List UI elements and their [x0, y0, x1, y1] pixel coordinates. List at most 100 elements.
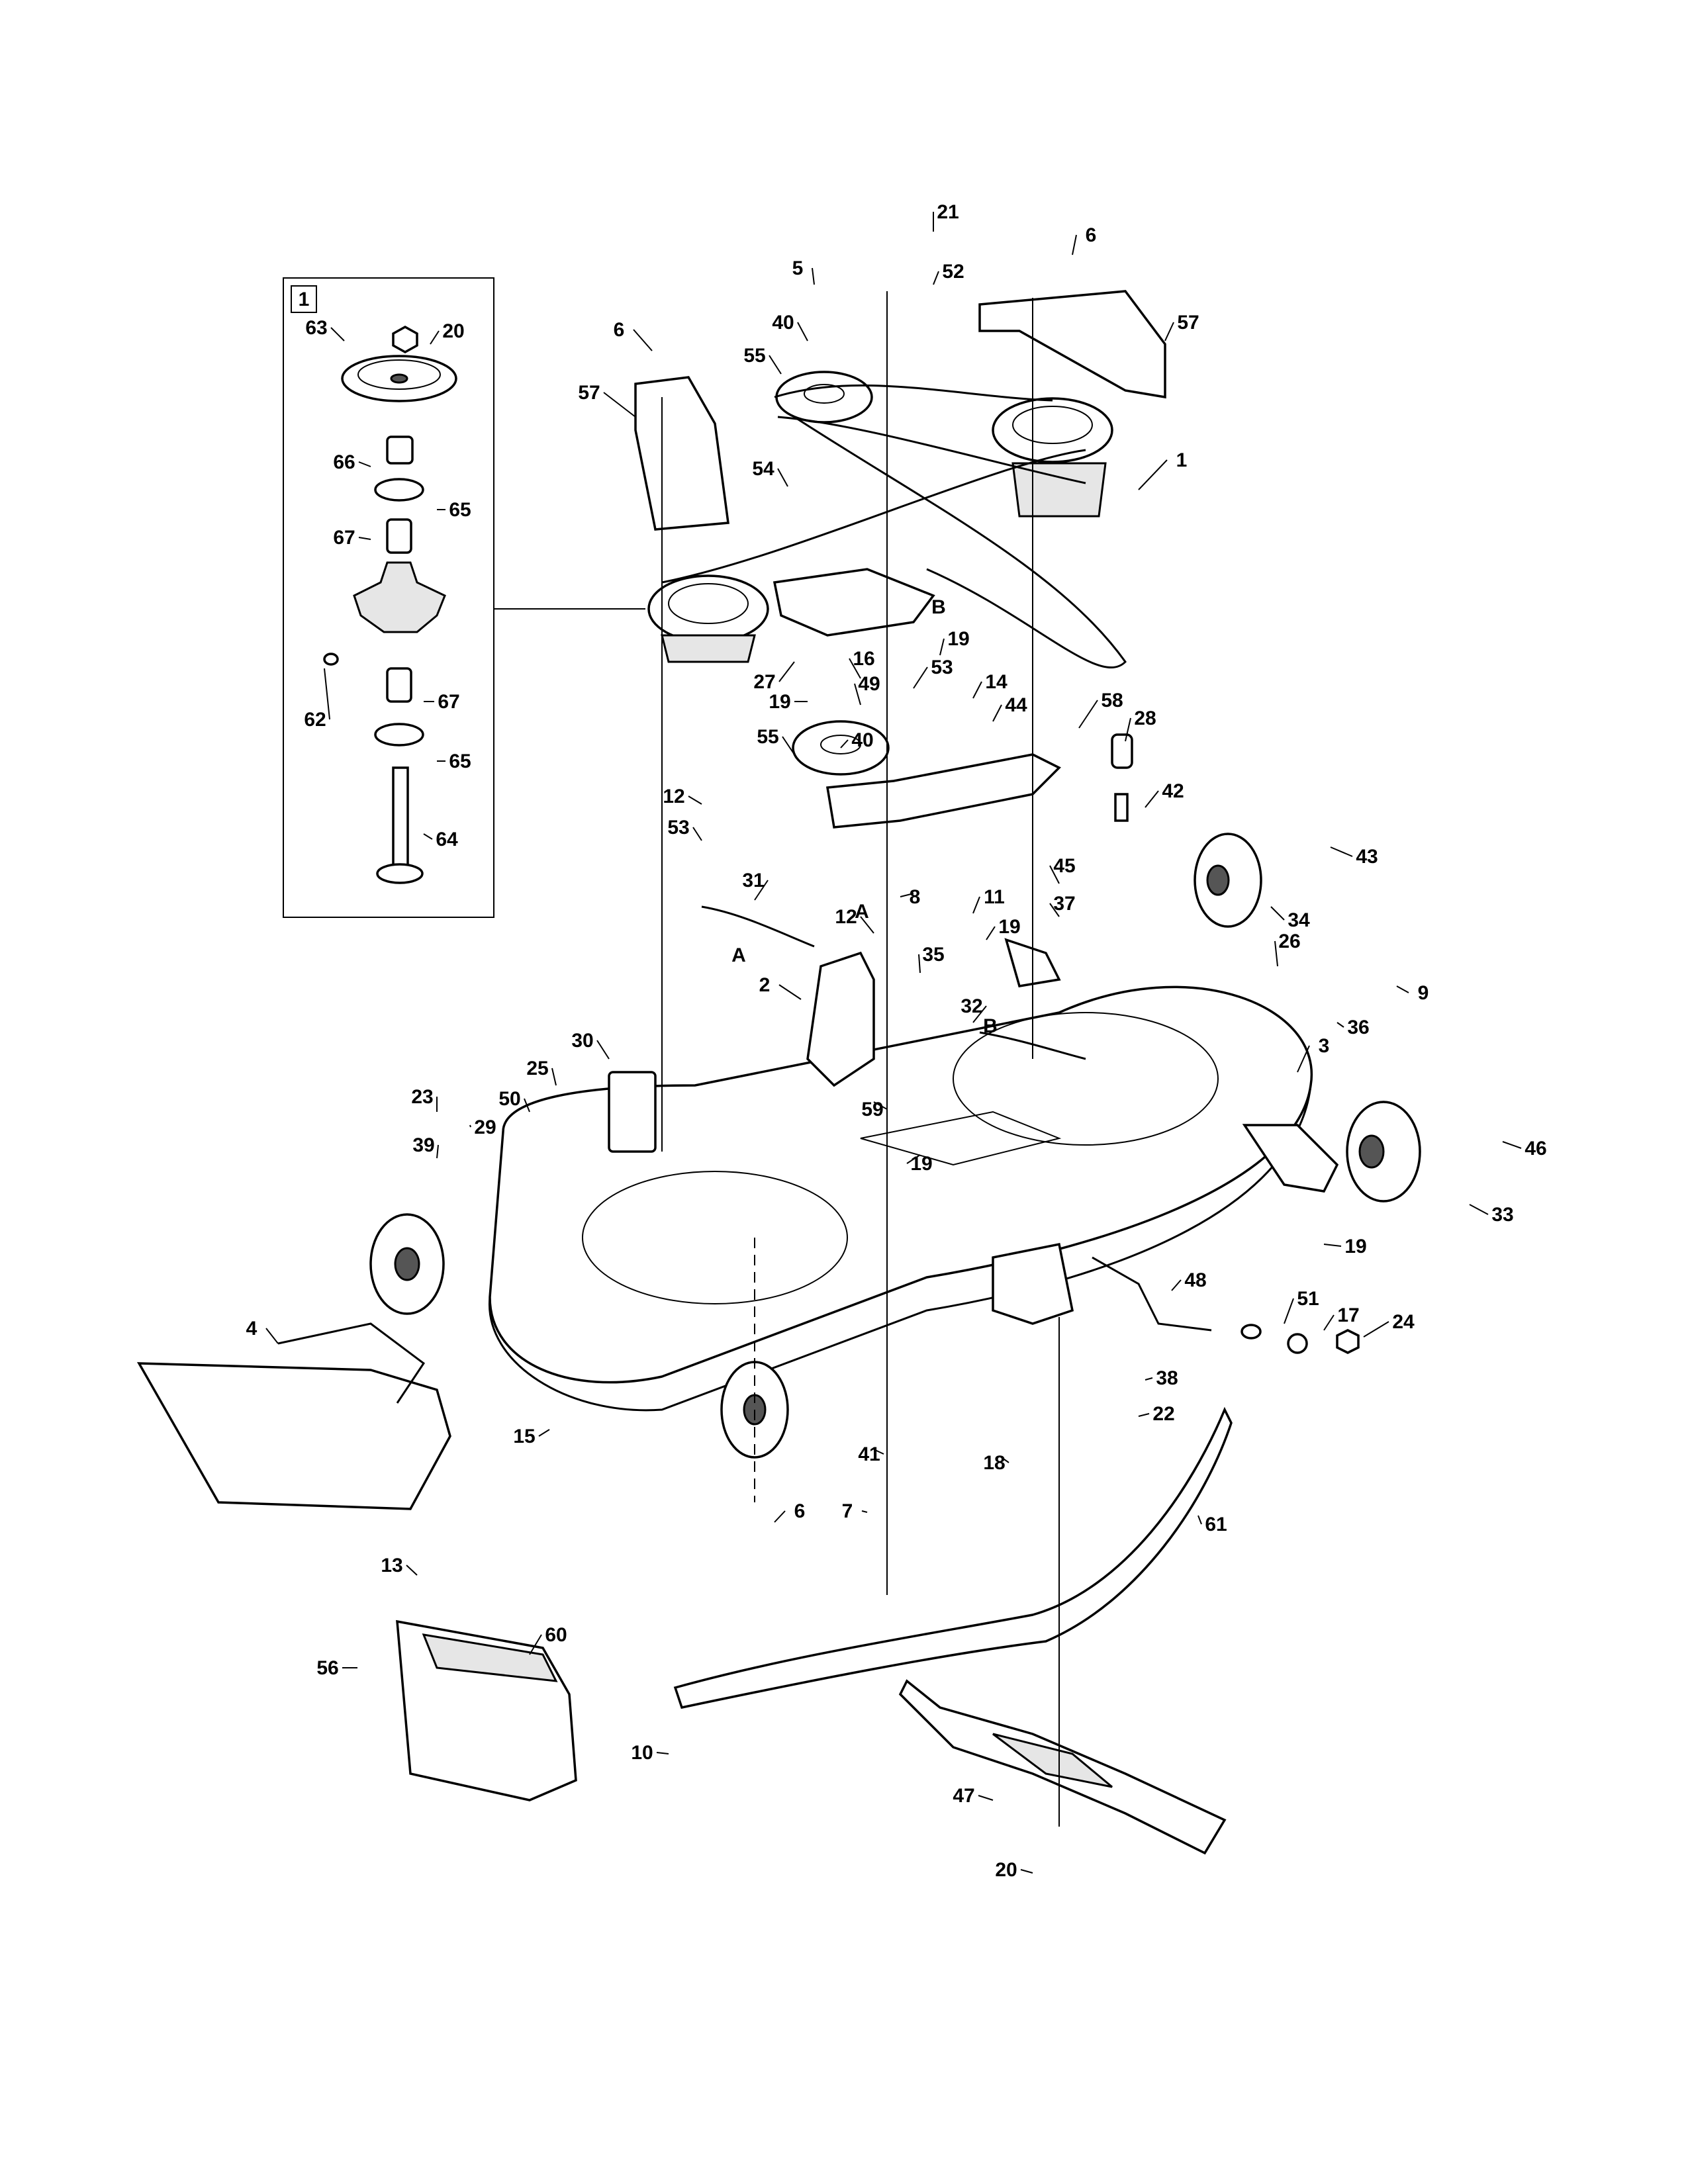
part-callout: 5	[792, 257, 804, 279]
callout-leader	[358, 537, 371, 540]
part-callout: 19	[998, 916, 1020, 938]
part-callout: 19	[1344, 1236, 1366, 1257]
callout-leader	[972, 681, 982, 699]
inset-bearing-65	[374, 478, 424, 502]
callout-leader	[430, 330, 440, 345]
callout-leader	[656, 1752, 669, 1754]
callout-leader	[992, 704, 1002, 722]
callout-leader	[265, 1328, 279, 1344]
right-belt-cover	[978, 290, 1166, 399]
part-callout: 6	[794, 1500, 806, 1522]
callout-leader	[939, 638, 945, 656]
callout-leader	[1396, 985, 1409, 993]
callout-leader	[782, 736, 795, 755]
inset-spacer-66	[386, 435, 414, 465]
part-callout: 51	[1297, 1288, 1319, 1310]
callout-leader	[797, 322, 808, 341]
callout-leader	[777, 468, 788, 487]
callout-leader	[358, 461, 371, 467]
callout-leader	[812, 267, 815, 285]
callout-leader	[423, 833, 433, 840]
callout-leader	[913, 666, 928, 689]
callout-leader	[873, 1449, 884, 1455]
part-callout: 20	[995, 1859, 1017, 1881]
part-callout: 17	[1337, 1304, 1359, 1326]
callout-leader	[1323, 1314, 1335, 1331]
callout-leader	[633, 329, 653, 351]
part-callout: 1	[1176, 449, 1188, 471]
callout-leader	[529, 1634, 542, 1655]
mulch-plug-60	[396, 1619, 577, 1801]
part-callout: 45	[1053, 855, 1075, 877]
callout-leader	[861, 1510, 868, 1513]
callout-leader	[1363, 1321, 1389, 1338]
part-callout: 12	[835, 906, 857, 928]
part-callout: 19	[910, 1153, 932, 1175]
part-callout: 28	[1134, 707, 1156, 729]
callout-leader	[1125, 717, 1131, 742]
callout-leader	[972, 1005, 987, 1023]
lift-lever-30	[608, 1071, 657, 1153]
part-callout: 8	[910, 886, 921, 908]
reference-letter: A	[855, 901, 869, 923]
deck-right-spindle-well	[953, 1012, 1219, 1146]
part-callout: 20	[442, 320, 464, 342]
inset-spindle-assembly: 1	[283, 277, 645, 918]
callout-leader	[873, 1101, 888, 1110]
part-callout: 47	[953, 1785, 974, 1807]
callout-leader	[860, 916, 874, 934]
callout-leader	[524, 1098, 530, 1113]
part-callout: 39	[412, 1134, 434, 1156]
callout-leader	[754, 880, 769, 901]
part-callout: 13	[381, 1555, 402, 1576]
inset-bearing-65b	[374, 723, 424, 747]
part-callout: 14	[985, 671, 1008, 693]
callout-leader	[1145, 1377, 1153, 1381]
callout-leader	[849, 658, 861, 679]
deck-skirt	[489, 1085, 1312, 1412]
part-callout: 29	[474, 1116, 496, 1138]
part-callout: 52	[942, 261, 964, 283]
callout-leader	[978, 1795, 994, 1801]
callout-leader	[551, 1068, 557, 1086]
adjust-knob-28	[1111, 733, 1133, 769]
spring-32	[979, 1031, 1086, 1060]
part-callout: 64	[436, 829, 458, 850]
part-callout: 55	[743, 345, 765, 367]
callout-leader	[1049, 903, 1060, 917]
callout-leader	[972, 896, 980, 914]
part-callout: 18	[983, 1452, 1005, 1474]
right-spindle-housing	[1011, 462, 1107, 518]
part-callout: 19	[947, 628, 969, 650]
idler-arm	[773, 568, 935, 637]
callout-leader	[1197, 1515, 1202, 1525]
idler-bracket	[825, 753, 1061, 829]
callout-leader	[1072, 234, 1077, 255]
part-callout: 48	[1184, 1269, 1206, 1291]
part-callout: 57	[1177, 312, 1199, 334]
part-callout: 67	[333, 527, 355, 549]
part-callout: 54	[752, 458, 774, 480]
callout-leader	[469, 1124, 471, 1128]
deck-belt	[661, 384, 1086, 584]
callout-leader	[1502, 1141, 1522, 1149]
callout-leader	[1171, 1279, 1182, 1291]
callout-leader	[324, 668, 330, 720]
callout-leader	[1020, 1869, 1033, 1874]
part-callout: 57	[578, 382, 600, 404]
part-callout: 9	[1418, 982, 1429, 1004]
blade-47	[898, 1679, 1227, 1855]
discharge-chute-4	[136, 1322, 451, 1510]
part-callout: 24	[1392, 1311, 1415, 1333]
callout-leader	[330, 327, 345, 341]
hardware-parts	[608, 733, 1339, 1325]
part-callout: 62	[304, 709, 326, 731]
callout-leader	[1078, 700, 1098, 729]
part-callout: 37	[1053, 893, 1075, 915]
inset-bearing-67	[386, 518, 412, 554]
part-callout: 16	[853, 648, 874, 670]
callout-leader	[778, 661, 795, 682]
callout-leader	[769, 355, 782, 375]
part-callout: 6	[1086, 224, 1097, 246]
callout-leader	[1049, 865, 1060, 884]
